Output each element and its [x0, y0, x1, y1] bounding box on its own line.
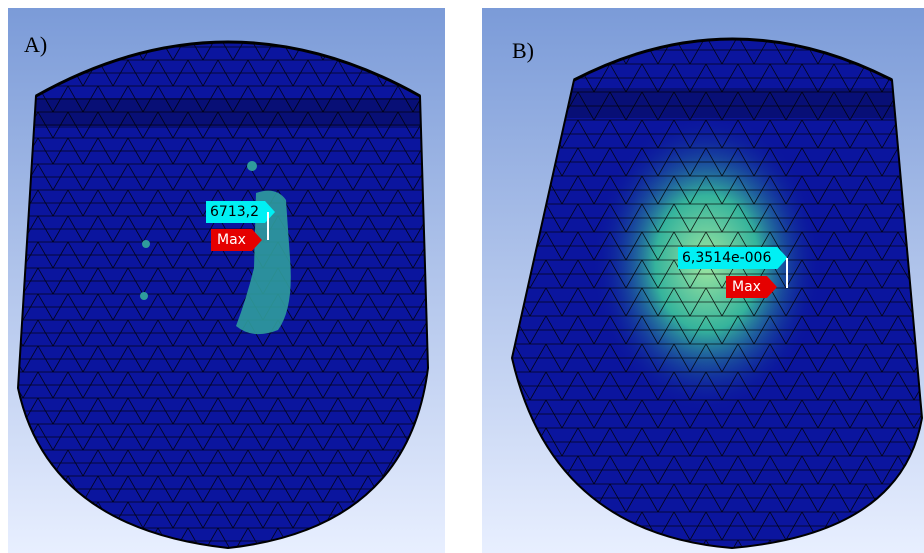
result-value-tag: 6,3514e-006: [678, 247, 787, 269]
result-value-tag: 6713,2: [206, 201, 275, 223]
max-marker: Max: [726, 276, 777, 298]
probe-leader-line: [786, 258, 788, 288]
hotspot-spot: [142, 240, 150, 248]
mesh-triangles: [18, 42, 428, 548]
result-panel-b: B) 6,3514e-006 Max: [482, 8, 924, 553]
stress-hotspot: [236, 190, 291, 335]
mesh-viewport-b: [482, 8, 924, 553]
probe-leader-line: [267, 212, 269, 240]
panel-label-b: B): [512, 38, 534, 63]
hotspot-spot: [140, 292, 148, 300]
mesh-triangles: [512, 39, 922, 548]
hotspot-spot: [247, 161, 257, 171]
max-marker: Max: [211, 229, 262, 251]
mesh-viewport-a: [8, 8, 445, 553]
panel-label-a: A): [24, 32, 48, 57]
result-panel-a: A) 6713,2 Max: [8, 8, 445, 553]
